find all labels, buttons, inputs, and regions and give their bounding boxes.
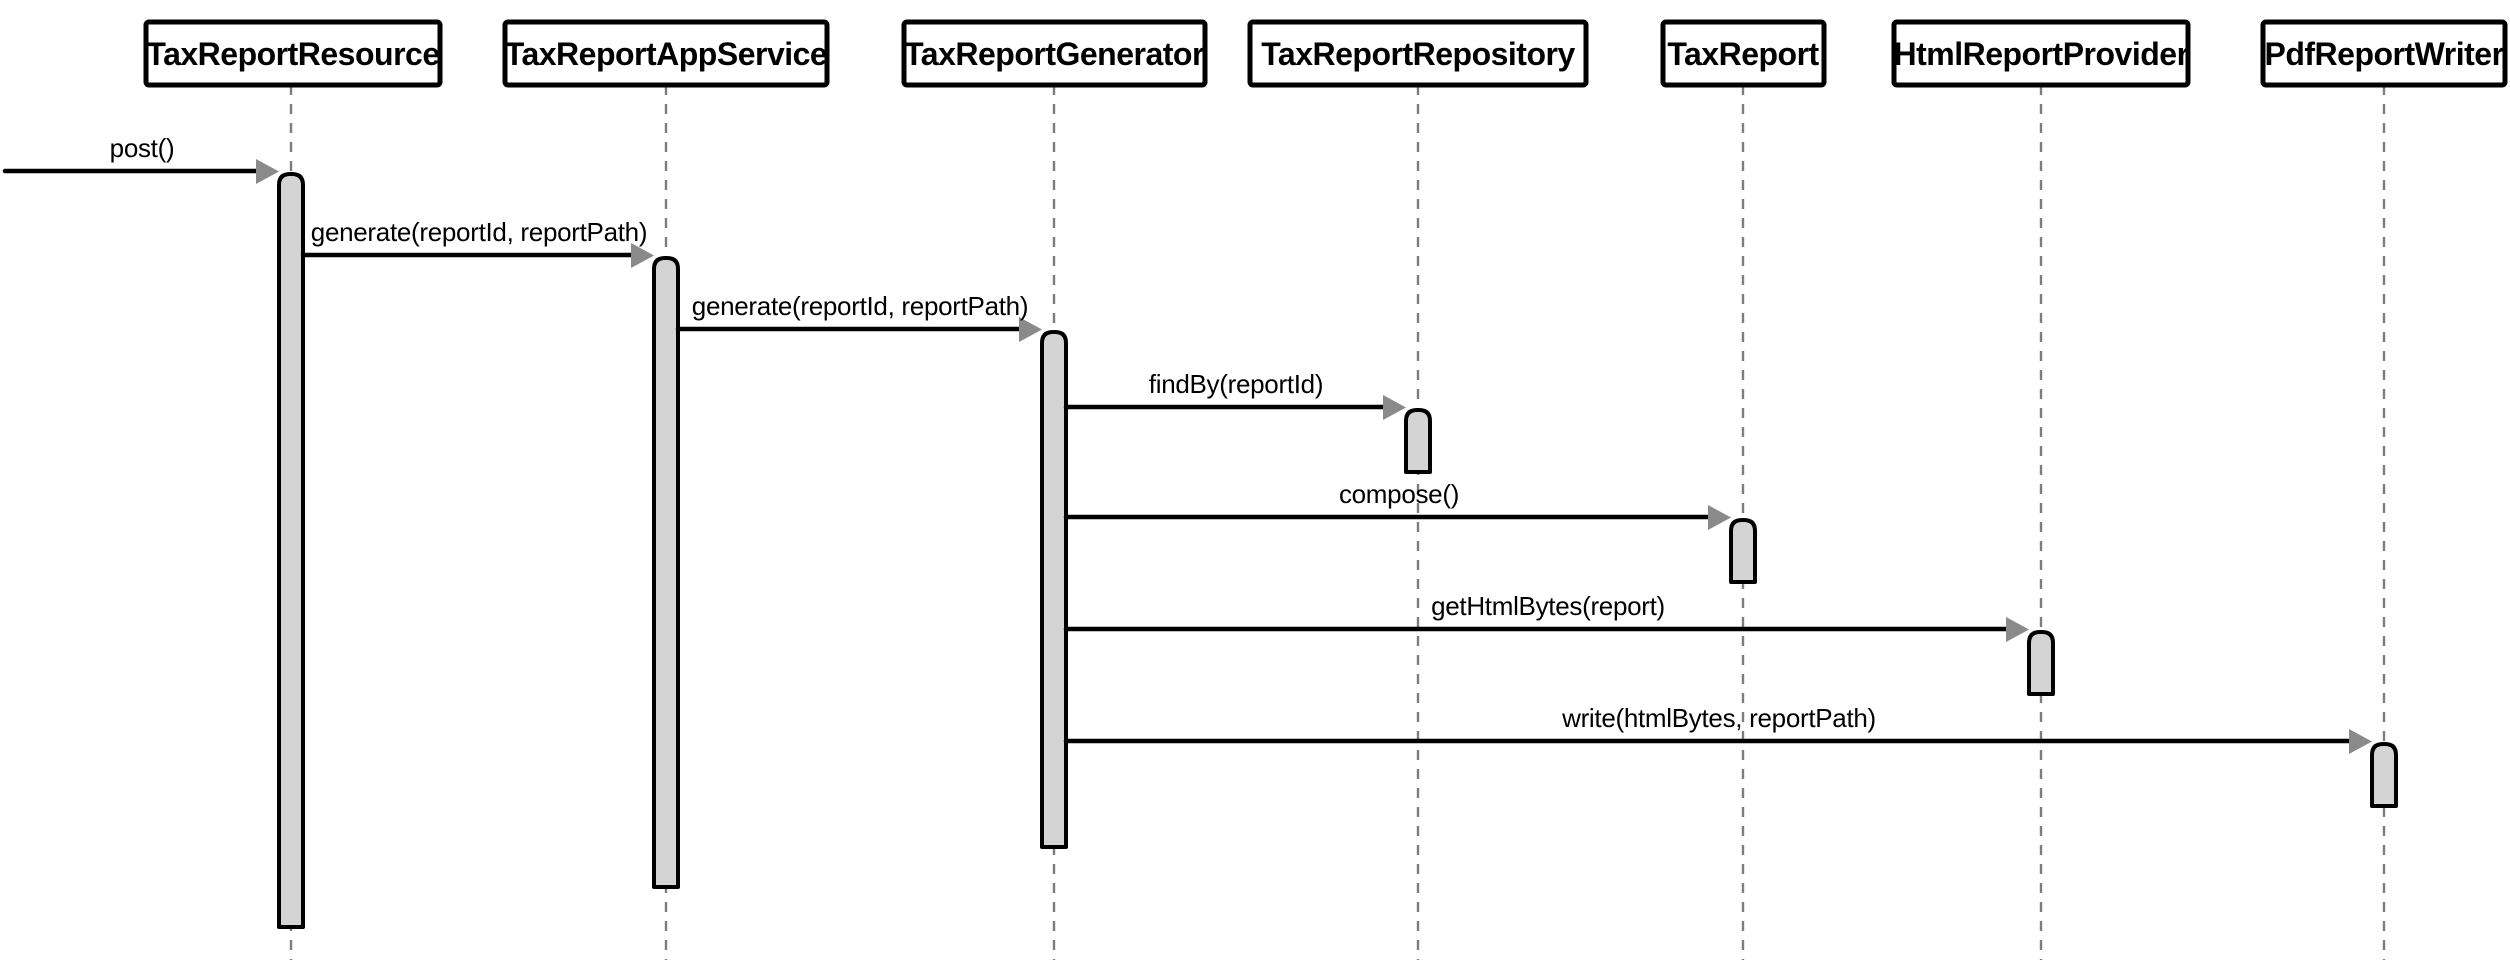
message-find-by: findBy(reportId) — [1063, 369, 1406, 420]
activation-bar-pdf-report-writer — [2370, 742, 2398, 808]
participant-pdf-report-writer: PdfReportWriter — [2260, 19, 2508, 88]
message-get-html-bytes: getHtmlBytes(report) — [1063, 591, 2029, 642]
participant-box — [1660, 19, 1827, 88]
message-label: generate(reportId, reportPath) — [311, 217, 647, 247]
arrowhead-icon — [631, 243, 654, 268]
participant-html-report-provider: HtmlReportProvider — [1891, 19, 2191, 88]
message-post: post() — [2, 133, 279, 184]
participant-name: TaxReportGenerator — [904, 36, 1204, 72]
message-write: write(htmlBytes, reportPath) — [1063, 703, 2372, 754]
message-label: compose() — [1339, 479, 1459, 509]
message-label: findBy(reportId) — [1149, 369, 1323, 399]
message-compose: compose() — [1063, 479, 1731, 530]
activation-bar-tax-report-app-service — [652, 256, 680, 889]
participant-tax-report-resource: TaxReportResource — [143, 19, 443, 88]
activation-bar-tax-report-repository — [1404, 408, 1432, 474]
arrowhead-icon — [2006, 617, 2029, 642]
message-label: post() — [110, 133, 175, 163]
arrowhead-icon — [1708, 505, 1731, 530]
participant-box — [143, 19, 443, 88]
arrowhead-icon — [2349, 729, 2372, 754]
activation-bar-html-report-provider — [2027, 630, 2055, 696]
participant-tax-report-generator: TaxReportGenerator — [901, 19, 1208, 88]
participant-box — [901, 19, 1208, 88]
participant-name: TaxReportRepository — [1261, 36, 1575, 72]
participant-box — [502, 19, 830, 88]
participant-box — [1247, 19, 1589, 88]
participant-name: HtmlReportProvider — [1893, 36, 2188, 72]
arrowhead-icon — [1019, 317, 1042, 342]
activation-bar-tax-report-resource — [277, 172, 305, 929]
message-generate-to-app-service: generate(reportId, reportPath) — [300, 217, 654, 268]
participant-box — [1891, 19, 2191, 88]
arrowhead-icon — [1383, 395, 1406, 420]
participant-box — [2260, 19, 2508, 88]
participant-tax-report-repository: TaxReportRepository — [1247, 19, 1589, 88]
message-label: generate(reportId, reportPath) — [692, 291, 1028, 321]
participant-name: TaxReportResource — [146, 36, 439, 72]
arrowhead-icon — [256, 159, 279, 184]
message-generate-to-generator: generate(reportId, reportPath) — [675, 291, 1042, 342]
participant-tax-report-app-service: TaxReportAppService — [502, 19, 830, 88]
participant-name: TaxReport — [1667, 36, 1819, 72]
participant-name: PdfReportWriter — [2264, 36, 2503, 72]
message-label: write(htmlBytes, reportPath) — [1561, 703, 1876, 733]
activation-bar-tax-report — [1729, 518, 1757, 584]
message-label: getHtmlBytes(report) — [1431, 591, 1665, 621]
participant-tax-report: TaxReport — [1660, 19, 1827, 88]
participant-name: TaxReportAppService — [505, 36, 827, 72]
activation-bar-tax-report-generator — [1040, 330, 1068, 849]
